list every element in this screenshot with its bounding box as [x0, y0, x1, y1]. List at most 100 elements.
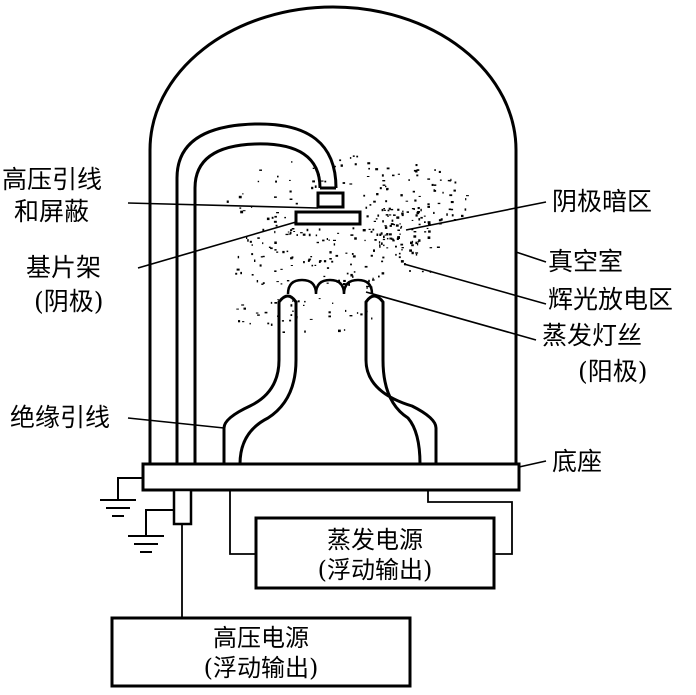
particle [314, 185, 317, 188]
feedthrough [172, 488, 193, 526]
particle [318, 260, 321, 263]
particle [302, 233, 306, 236]
particle [345, 252, 348, 254]
particle [308, 258, 311, 261]
particle [276, 212, 279, 214]
particle [318, 228, 321, 231]
particle [393, 223, 395, 226]
particle [286, 250, 289, 253]
particle [398, 256, 401, 259]
particle [290, 265, 293, 266]
particle [349, 315, 353, 317]
particle [426, 227, 429, 229]
particle [405, 200, 409, 202]
particle [275, 180, 277, 183]
particle [255, 312, 259, 314]
particle [238, 195, 242, 199]
particle [289, 319, 292, 322]
particle [290, 229, 293, 231]
label-cathode-dark-space: 阴极暗区 [552, 187, 652, 216]
particle [401, 212, 404, 215]
particle [382, 220, 384, 223]
particle [277, 175, 279, 178]
particle [335, 254, 339, 257]
particle [277, 299, 279, 301]
particle [300, 232, 303, 234]
particle [318, 298, 321, 300]
particle [354, 237, 357, 240]
particle [352, 155, 355, 157]
particle [364, 239, 366, 242]
particle [309, 258, 312, 260]
particle [354, 163, 357, 166]
particle [262, 228, 265, 232]
particle [378, 241, 381, 244]
particle [309, 318, 313, 320]
particle [362, 229, 366, 232]
particle [427, 236, 431, 239]
particle [391, 219, 394, 222]
particle [288, 233, 292, 235]
particle [427, 203, 430, 205]
particle [303, 261, 305, 264]
particle [449, 194, 453, 197]
particle [346, 272, 349, 275]
particle [408, 179, 410, 181]
particle [326, 238, 328, 240]
particle [461, 214, 464, 218]
particle [418, 223, 421, 226]
particle [438, 170, 441, 173]
particle [352, 255, 356, 258]
particle [251, 274, 254, 276]
particle [328, 315, 331, 318]
particle [281, 320, 284, 322]
particle [413, 235, 417, 238]
particle [386, 233, 389, 236]
particle [373, 249, 375, 252]
particle [376, 233, 379, 236]
particle [295, 202, 298, 205]
particle [413, 169, 417, 172]
particle [385, 214, 389, 216]
particle [393, 214, 396, 216]
particle [349, 157, 352, 159]
particle [392, 174, 395, 177]
particle [368, 228, 371, 230]
particle [374, 239, 377, 241]
particle [416, 211, 420, 215]
particle [370, 254, 373, 257]
particle [381, 260, 384, 263]
particle [242, 321, 245, 323]
particle [388, 207, 391, 210]
particle [328, 311, 331, 314]
particle [415, 164, 418, 167]
particle [401, 214, 404, 217]
particle [323, 275, 326, 278]
particle [366, 176, 370, 177]
particle [333, 243, 336, 246]
particle [356, 312, 359, 314]
particle [290, 314, 293, 316]
particle [397, 173, 400, 175]
particle [350, 263, 352, 266]
particle [450, 208, 454, 211]
particle [399, 223, 401, 225]
particle [465, 198, 467, 201]
particle [326, 282, 329, 284]
particle [289, 190, 292, 193]
particle [259, 169, 262, 171]
evaporation-filament-coil [286, 278, 374, 295]
particle [256, 280, 259, 283]
particle [328, 239, 330, 241]
label-hv-lead: 高压引线 [2, 165, 102, 194]
particle [438, 219, 442, 222]
evap-power-title: 蒸发电源 [327, 526, 423, 554]
particle [371, 317, 373, 320]
particle [273, 220, 277, 223]
particle [385, 185, 387, 188]
evap-power-subtitle: (浮动输出) [318, 556, 433, 584]
label-substrate-holder: 基片架 [26, 253, 101, 282]
particle [397, 236, 400, 239]
particle [415, 253, 418, 256]
particle [451, 214, 454, 217]
